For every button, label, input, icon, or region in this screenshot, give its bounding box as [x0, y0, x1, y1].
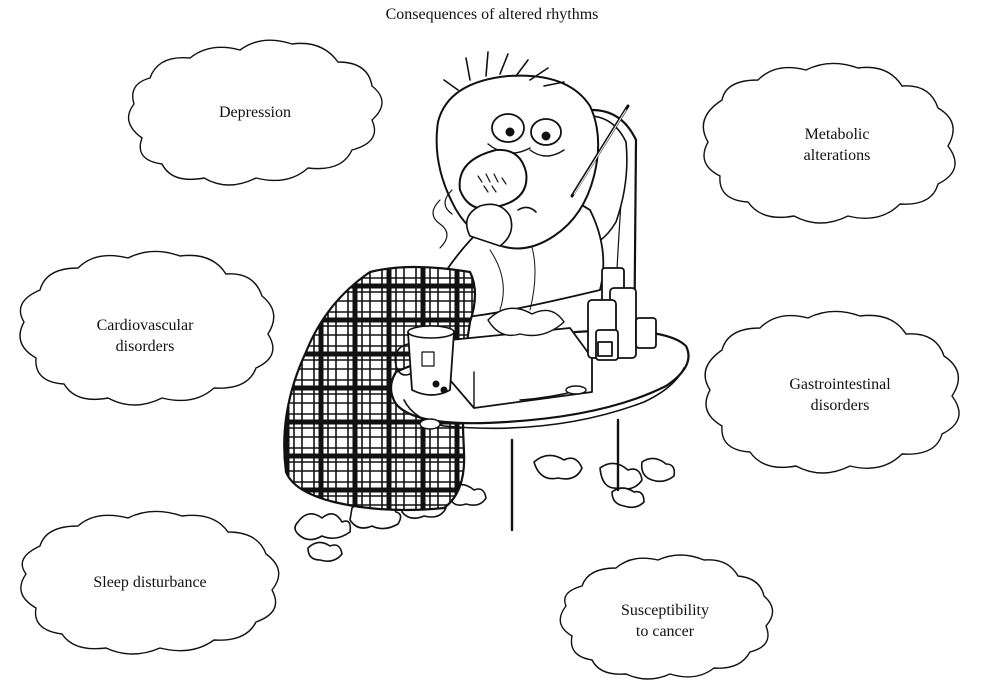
label-depression: Depression [219, 104, 291, 121]
cloud-cardiovascular [19, 250, 275, 406]
cloud-gastrointestinal [704, 310, 960, 474]
tissue-box [449, 307, 593, 409]
label-metabolic: Metabolic alterations [803, 126, 871, 164]
sick-man-illustration [283, 51, 690, 562]
label-sleep: Sleep disturbance [93, 574, 207, 591]
cloud-cancer [559, 554, 774, 680]
label-cancer: Susceptibility to cancer [621, 602, 709, 640]
label-cardiovascular: Cardiovascular disorders [96, 317, 194, 355]
cloud-metabolic [702, 62, 956, 224]
cloud-sleep [20, 510, 280, 655]
cloud-depression [127, 39, 383, 186]
diagram-title: Consequences of altered rhythms [385, 6, 599, 23]
medicine-bottles [587, 267, 657, 361]
mug [394, 325, 455, 396]
label-gastrointestinal: Gastrointestinal disorders [789, 376, 891, 414]
